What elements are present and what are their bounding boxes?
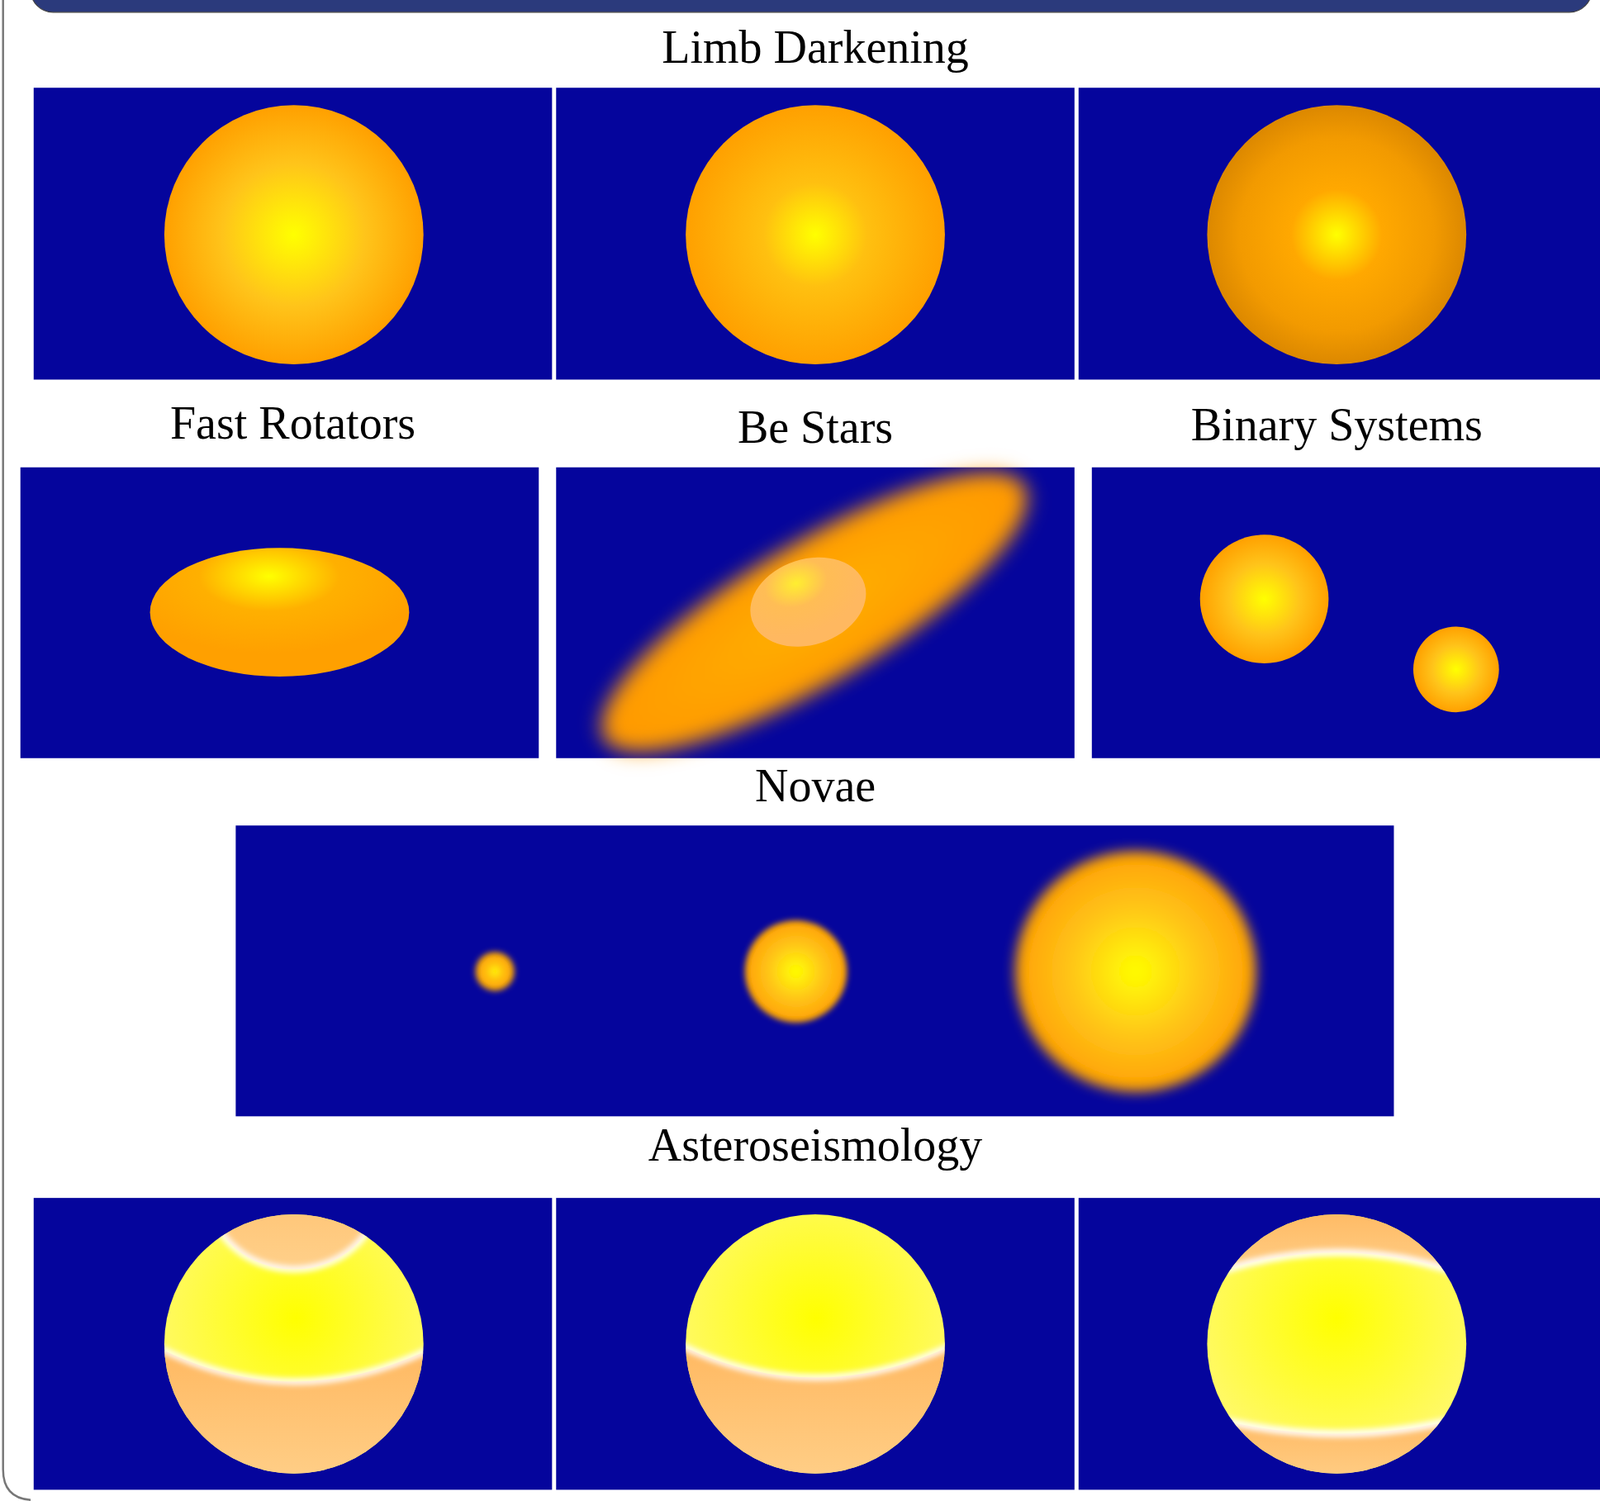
- nova-late: [1015, 850, 1257, 1092]
- primary-star: [1200, 534, 1330, 664]
- pulsating-star: [152, 1122, 439, 1491]
- top-bar: [30, 0, 1592, 13]
- panel: [1091, 467, 1600, 759]
- oblate-star: [150, 547, 410, 677]
- panel: [1078, 87, 1600, 380]
- panel-heading: Fast Rotators: [170, 398, 416, 450]
- nova-early: [475, 951, 515, 991]
- star: [1206, 104, 1467, 365]
- secondary-star: [1413, 626, 1500, 713]
- panel-heading: Asteroseismology: [648, 1120, 983, 1172]
- panel: [33, 87, 553, 380]
- panel-heading: Novae: [754, 760, 876, 812]
- be-star: [738, 542, 878, 661]
- panel: [1078, 1197, 1600, 1490]
- star: [164, 104, 424, 365]
- panel: [555, 87, 1075, 380]
- pulsating-star: [673, 1204, 960, 1491]
- nova-mid: [745, 920, 848, 1023]
- panel-heading: Limb Darkening: [661, 22, 969, 74]
- panel: [20, 467, 540, 759]
- panel-heading: Binary Systems: [1191, 399, 1483, 452]
- star: [685, 104, 945, 365]
- panel: [235, 825, 1394, 1116]
- pulsating-star: [1193, 1204, 1480, 1491]
- panel: [555, 1197, 1075, 1490]
- decretion-disk: [568, 426, 1060, 798]
- panel-heading: Be Stars: [737, 402, 893, 454]
